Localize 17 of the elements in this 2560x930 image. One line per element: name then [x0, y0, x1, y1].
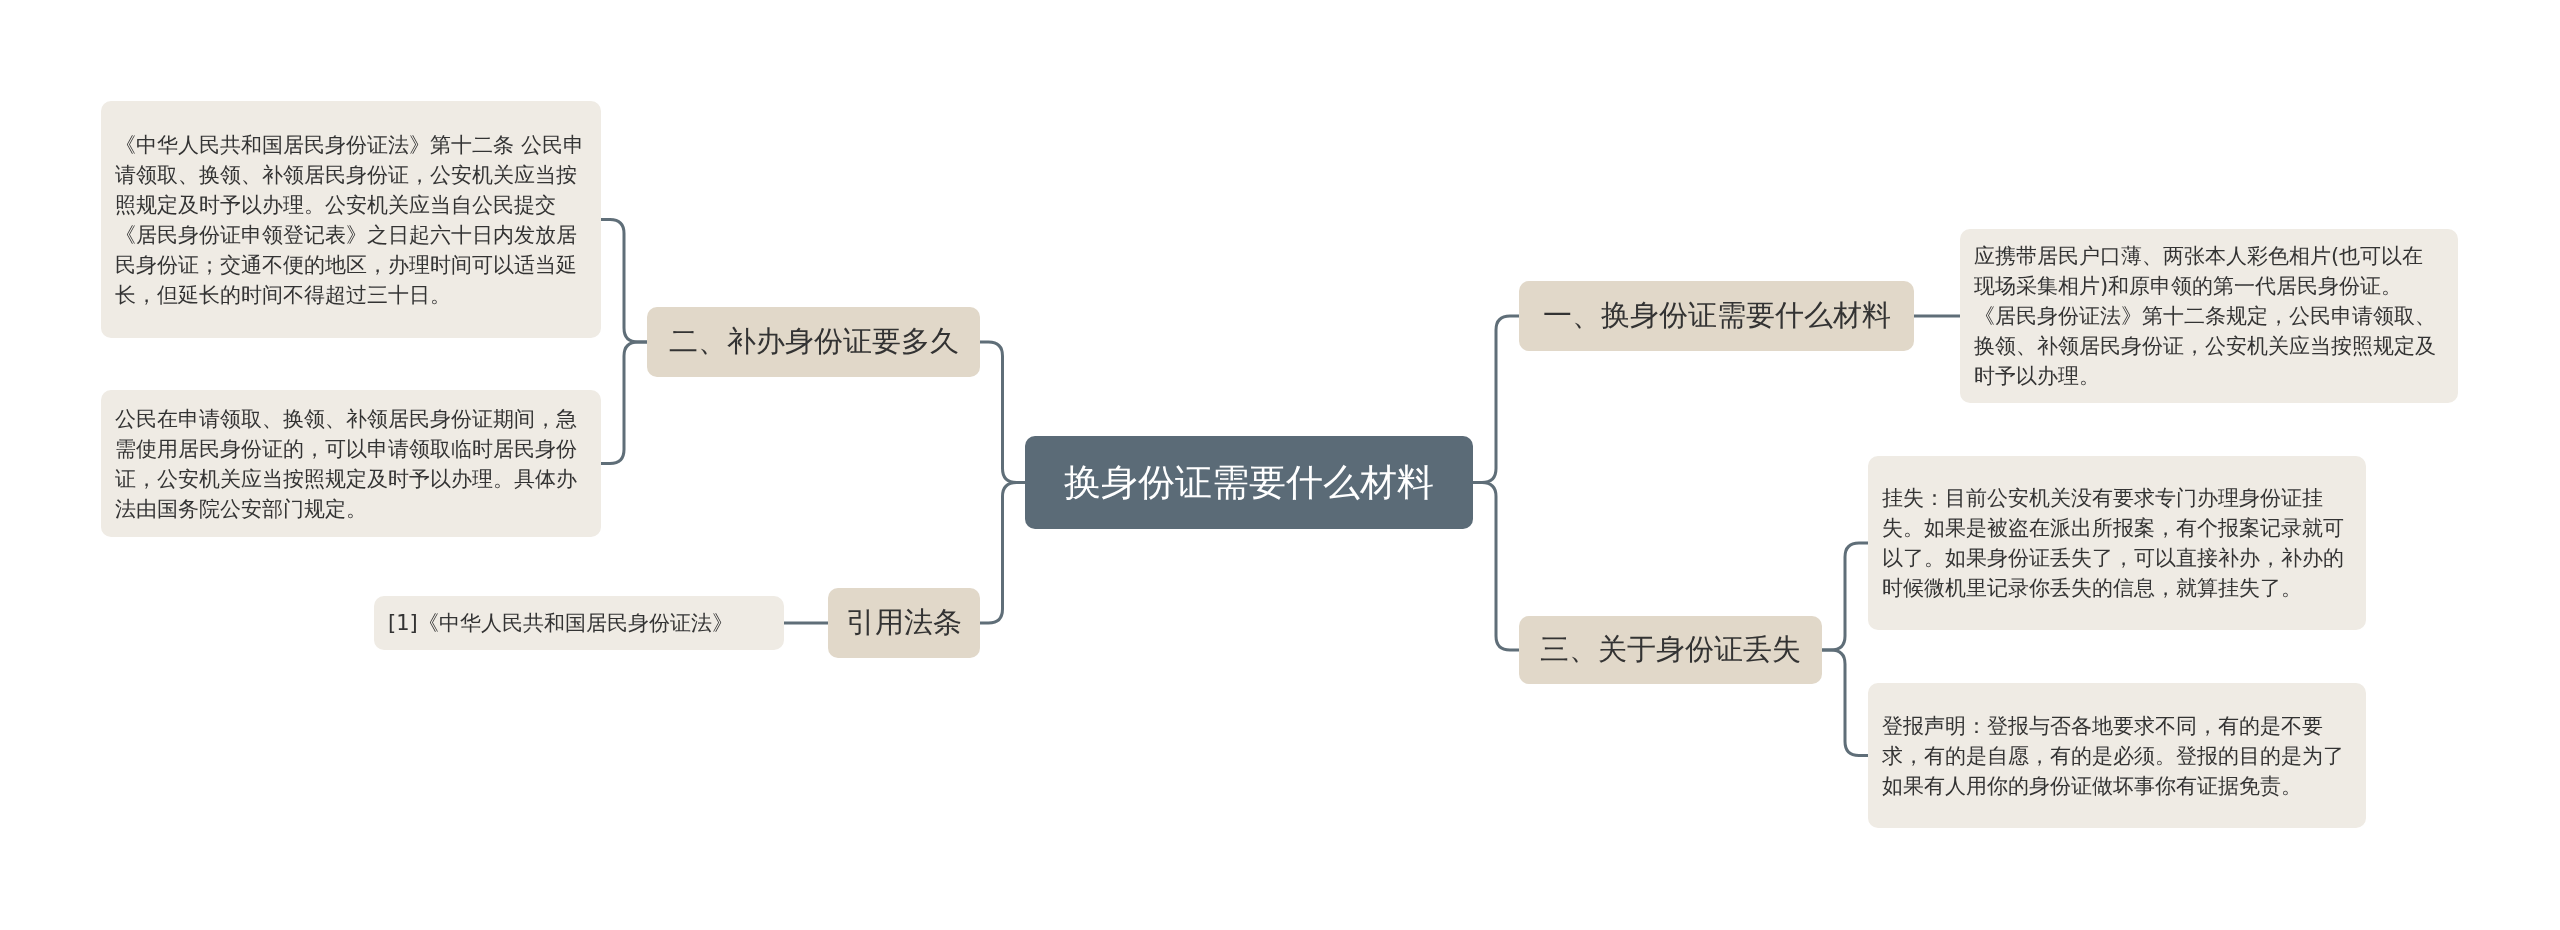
note-box: 公民在申请领取、换领、补领居民身份证期间，急需使用居民身份证的，可以申请领取临时居民身份证，公安机关应当按照规定及时予以办理。具体办法由国务院公安部门规定。	[101, 390, 601, 537]
note-box: 挂失：目前公安机关没有要求专门办理身份证挂失。如果是被盗在派出所报案，有个报案记录就可以了。如果身份证丢失了，可以直接补办，补办的时候微机里记录你丢失的信息，就算挂失了。	[1868, 456, 2366, 630]
connector-line	[1473, 481, 1519, 652]
topic-box: 二、补办身份证要多久	[647, 307, 980, 377]
connector-line	[1822, 648, 1868, 757]
note-box: [1]《中华人民共和国居民身份证法》	[374, 596, 784, 650]
connector-line	[601, 340, 647, 465]
topic-box: 三、关于身份证丢失	[1519, 616, 1822, 684]
topic-box: 一、换身份证需要什么材料	[1519, 281, 1914, 351]
connector-line	[980, 481, 1025, 625]
note-box: 《中华人民共和国居民身份证法》第十二条 公民申请领取、换领、补领居民身份证，公安机关应当按照规定及时予以办理。公安机关应当自公民提交《居民身份证申领登记表》之日起六十日内发放居民身份证；交通不便的地区，办理时间可以适当延长，但延长的时间不得超过三十日。	[101, 101, 601, 338]
note-box: 登报声明：登报与否各地要求不同，有的是不要求，有的是自愿，有的是必须。登报的目的是为了如果有人用你的身份证做坏事你有证据免责。	[1868, 683, 2366, 828]
connector-line	[784, 621, 828, 625]
note-box: 应携带居民户口薄、两张本人彩色相片(也可以在现场采集相片)和原申领的第一代居民身份证。《居民身份证法》第十二条规定，公民申请领取、换领、补领居民身份证，公安机关应当按照规定及时予以办理。	[1960, 229, 2458, 403]
central-topic-box: 换身份证需要什么材料	[1025, 436, 1473, 529]
topic-box: 引用法条	[828, 588, 980, 658]
connector-line	[1914, 314, 1960, 318]
